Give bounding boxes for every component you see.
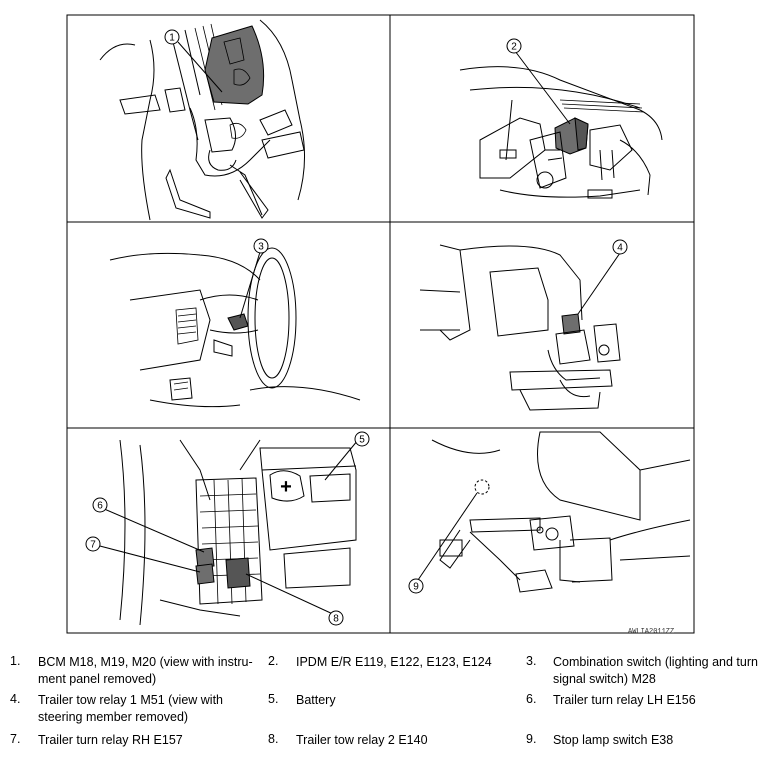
legend-item-text: IPDM E/R E119, E122, E123, E124 bbox=[296, 655, 492, 669]
callout-7-label: 7 bbox=[90, 540, 96, 551]
legend-item-text: Trailer tow relay 2 E140 bbox=[296, 733, 428, 747]
callout-5-label: 5 bbox=[359, 435, 365, 446]
trailer-turn-relay-lh-unit bbox=[195, 547, 215, 569]
callout-5: 5 bbox=[354, 431, 370, 447]
callout-7: 7 bbox=[85, 536, 101, 552]
legend-item-number: 3. bbox=[526, 654, 537, 668]
tow-relay-2-unit bbox=[225, 557, 251, 589]
callout-4: 4 bbox=[612, 239, 628, 255]
callout-6-label: 6 bbox=[97, 501, 103, 512]
panel-combination-switch-illustration bbox=[109, 247, 361, 408]
callout-8: 8 bbox=[328, 610, 344, 626]
tow-relay-1-unit bbox=[561, 313, 581, 335]
panel-battery-relay-illustration bbox=[95, 439, 359, 626]
legend-item-text: Trailer turn relay LH E156 bbox=[553, 693, 696, 707]
legend-item-text: BCM M18, M19, M20 (view with instru-ment… bbox=[38, 655, 253, 686]
callout-2: 2 bbox=[506, 38, 522, 54]
component-location-diagram: 1 2 3 4 5 6 7 8 9 + bbox=[66, 14, 695, 634]
callout-1: 1 bbox=[164, 29, 180, 45]
figure-code: AWLIA2011ZZ bbox=[628, 628, 675, 636]
panel-bcm-illustration bbox=[99, 19, 305, 221]
legend-item-number: 8. bbox=[268, 732, 279, 746]
panel-tow-relay-1-illustration bbox=[419, 244, 621, 411]
legend-item-number: 5. bbox=[268, 692, 279, 706]
panel-ipdm-illustration bbox=[459, 50, 663, 199]
callout-3-label: 3 bbox=[258, 242, 264, 253]
callout-8-label: 8 bbox=[333, 614, 339, 625]
callout-6: 6 bbox=[92, 497, 108, 513]
stop-lamp-switch-location bbox=[474, 479, 490, 495]
panel-stop-lamp-switch-illustration bbox=[417, 431, 691, 593]
combination-switch-part bbox=[227, 313, 249, 331]
legend-item-text: Battery bbox=[296, 693, 336, 707]
callout-4-label: 4 bbox=[617, 243, 623, 254]
legend-item-number: 4. bbox=[10, 692, 21, 706]
callout-3: 3 bbox=[253, 238, 269, 254]
panel-grid bbox=[66, 14, 695, 634]
trailer-turn-relay-rh-unit bbox=[195, 563, 215, 585]
legend-item-number: 9. bbox=[526, 732, 537, 746]
legend-item-number: 6. bbox=[526, 692, 537, 706]
legend-item-text: Stop lamp switch E38 bbox=[553, 733, 674, 747]
callout-1-label: 1 bbox=[169, 33, 175, 44]
bcm-unit bbox=[204, 25, 265, 105]
legend-item-number: 7. bbox=[10, 732, 21, 746]
legend-item-text: Trailer turn relay RH E157 bbox=[38, 733, 183, 747]
callout-2-label: 2 bbox=[511, 42, 517, 53]
legend-item-number: 2. bbox=[268, 654, 279, 668]
legend-item-number: 1. bbox=[10, 654, 21, 668]
battery-positive-symbol: + bbox=[280, 476, 292, 498]
callout-9: 9 bbox=[408, 578, 424, 594]
callout-9-label: 9 bbox=[413, 582, 419, 593]
